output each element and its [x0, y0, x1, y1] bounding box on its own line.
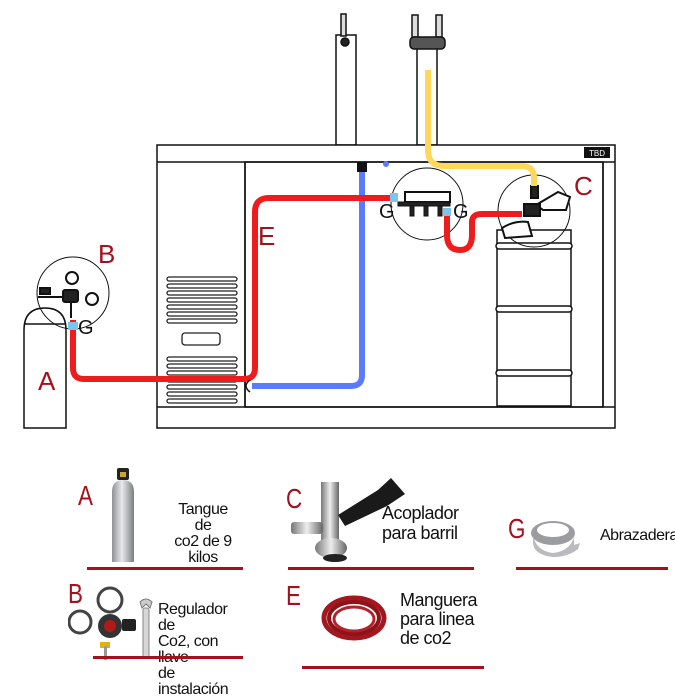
- legend-divider: [516, 567, 668, 570]
- label-b: B: [98, 239, 115, 269]
- clamp-distributor-out: [443, 208, 451, 216]
- regulator-detail: [36, 256, 110, 330]
- legend-text-hose: Manguera para linea de co2: [400, 590, 478, 648]
- legend-divider: [302, 666, 484, 669]
- label-a: A: [38, 366, 56, 396]
- co2-tank: [23, 307, 67, 429]
- legend-letter: E: [286, 580, 301, 611]
- legend-letter: B: [68, 578, 83, 609]
- clamp-distributor-in: [390, 193, 398, 202]
- legend-divider: [87, 567, 243, 570]
- co2-line-keg: [444, 211, 522, 254]
- label-e: E: [258, 221, 275, 251]
- svg-text:TBD: TBD: [589, 149, 605, 158]
- co2-regulator-icon: [68, 586, 136, 660]
- cabinet-vent-lower: [166, 356, 238, 404]
- hose-clamp-icon: [531, 521, 580, 557]
- tap-line: [425, 70, 537, 186]
- beer-tower-single: [335, 13, 357, 146]
- beer-line: [252, 170, 365, 389]
- label-g-distributor-in: G: [379, 201, 395, 223]
- beer-line-fitting: [357, 162, 367, 172]
- legend-text-hose-clamp: Abrazadera: [600, 527, 675, 544]
- legend-letter: C: [286, 483, 303, 514]
- legend-text-keg-coupler: Acoplador para barril: [382, 503, 459, 543]
- legend-text-co2-regulator: Regulador de Co2, con llave de instalaci…: [158, 601, 229, 698]
- label-g-regulator: G: [78, 317, 94, 339]
- label-c: C: [574, 171, 593, 201]
- blue-drip: [383, 161, 389, 167]
- co2-line: [70, 195, 393, 382]
- wall-connector: [245, 379, 251, 393]
- legend-text-co2-tank: Tangue de co2 de 9 kilos: [174, 501, 232, 566]
- legend-divider: [93, 656, 243, 659]
- installation-diagram: TBD: [23, 13, 616, 429]
- co2-tank-icon: [112, 468, 134, 562]
- installation-wrench-icon: [139, 598, 153, 659]
- gas-distributor-detail: [390, 167, 464, 241]
- keg: [495, 229, 573, 407]
- cabinet-vent-upper: [166, 276, 238, 346]
- legend-divider: [288, 567, 474, 570]
- coupler-detail: [497, 174, 572, 248]
- legend-letter: A: [78, 480, 93, 511]
- clamp-regulator: [68, 322, 78, 330]
- legend-letter: G: [508, 513, 526, 544]
- brand-badge: TBD: [584, 147, 610, 158]
- label-g-distributor-out: G: [453, 201, 469, 223]
- hose-coil-icon: [321, 595, 387, 641]
- keg-coupler-icon: [291, 478, 405, 562]
